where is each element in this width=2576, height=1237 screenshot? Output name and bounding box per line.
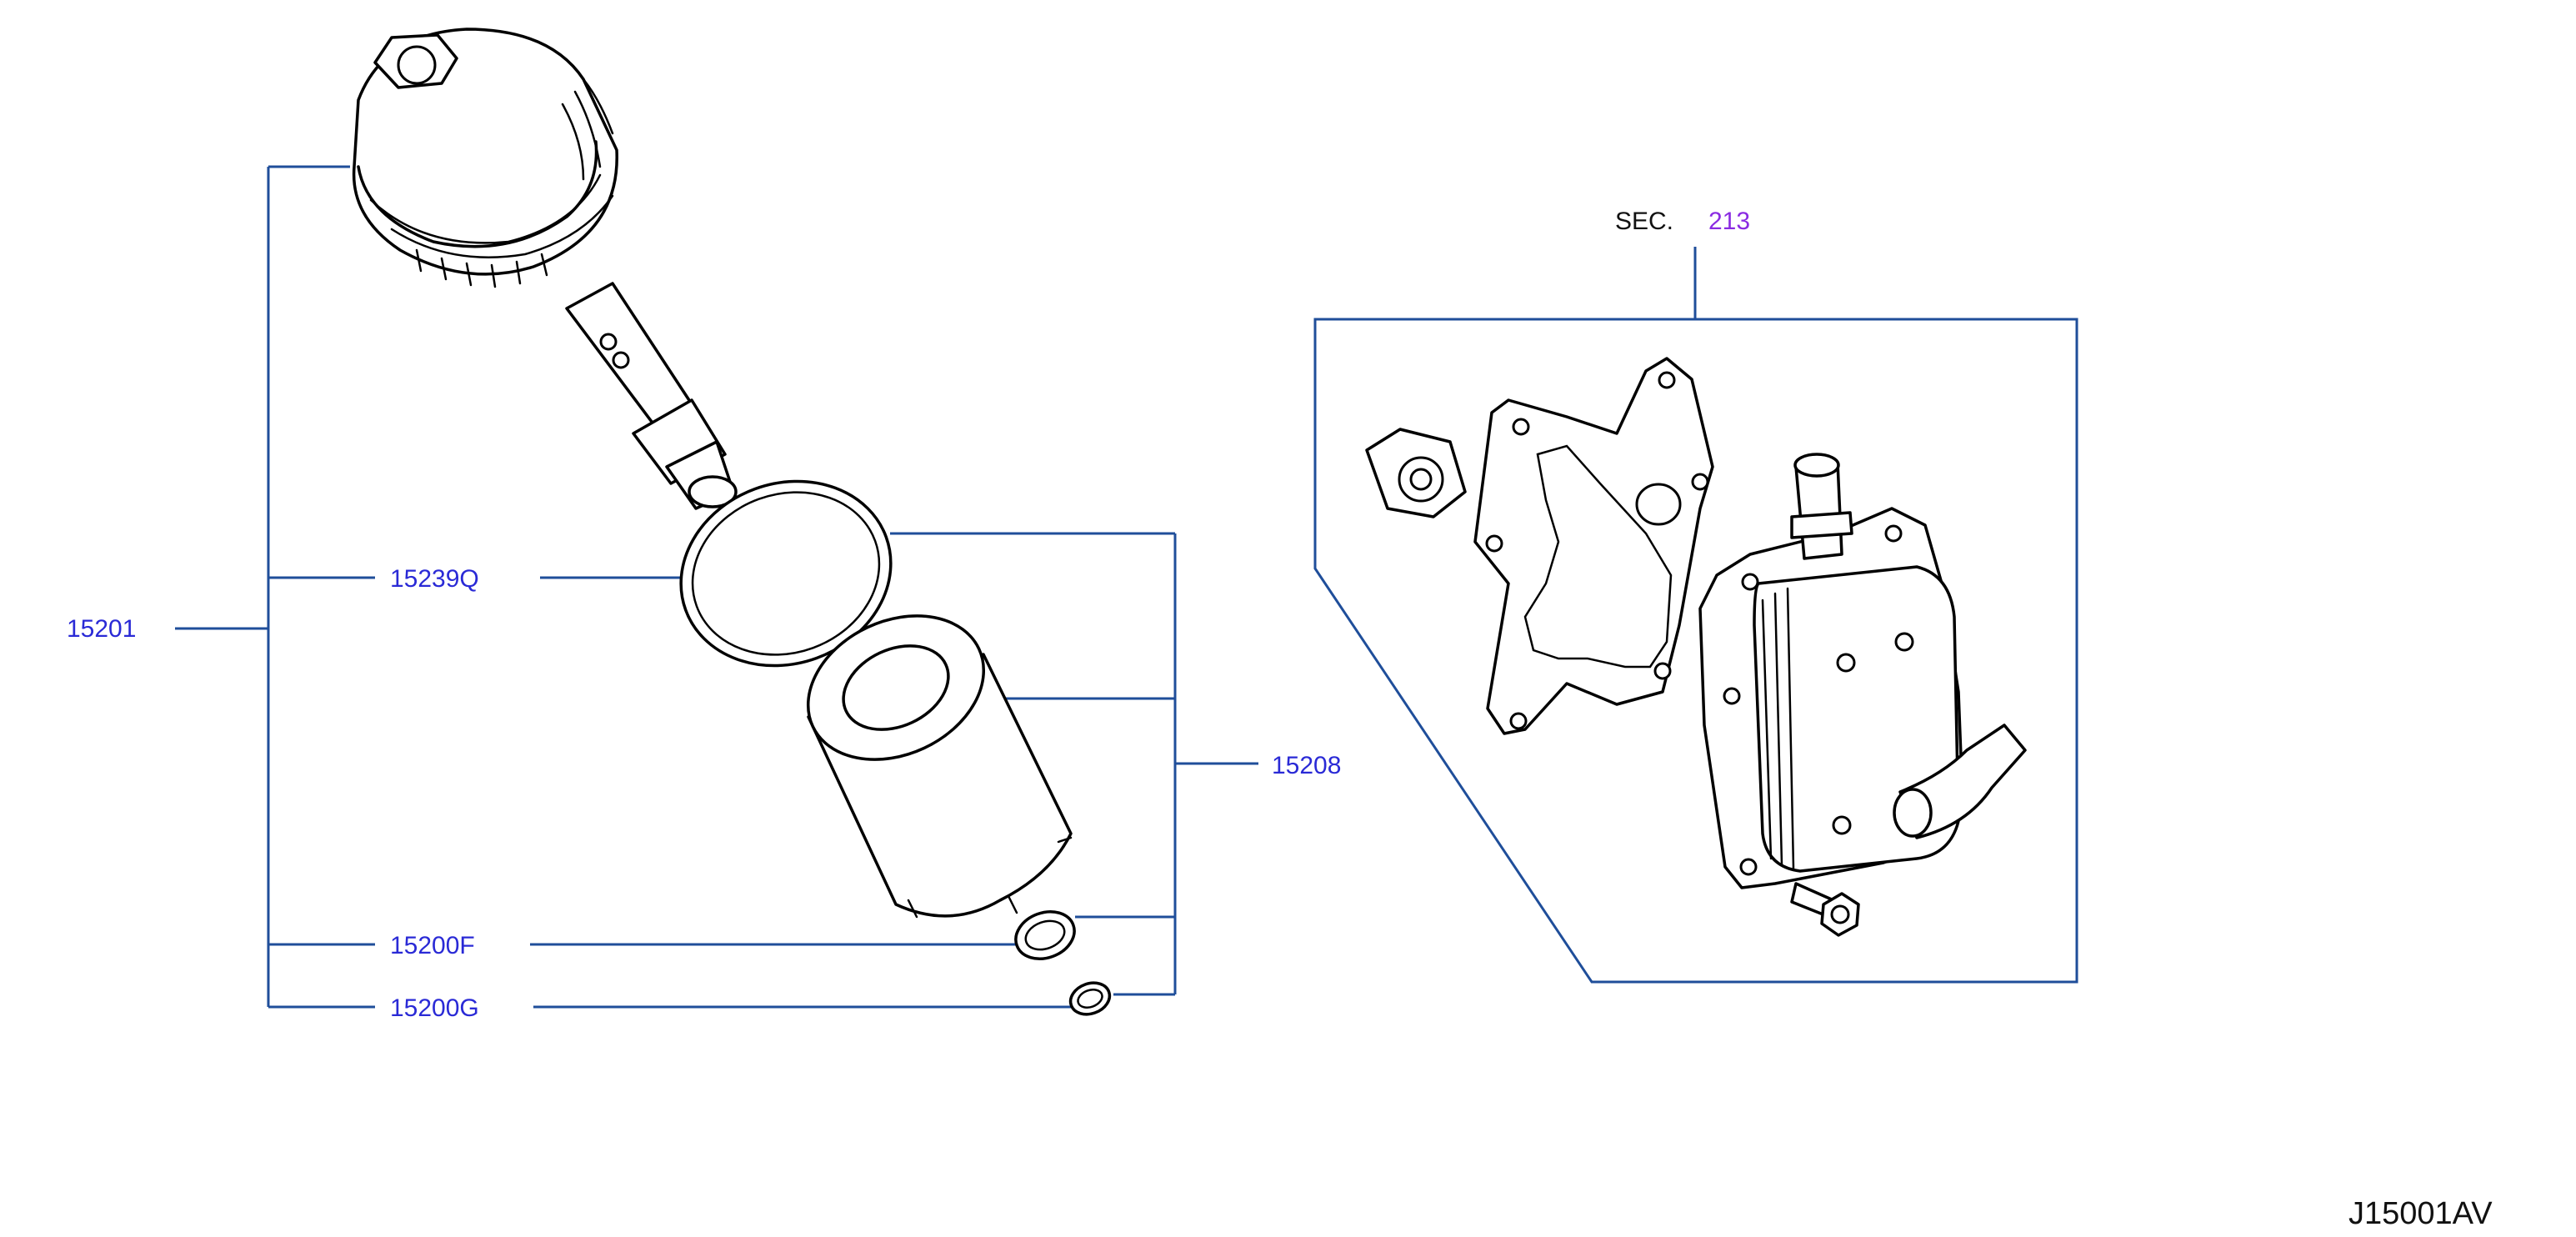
oil-filter-cap-illustration <box>352 28 738 510</box>
sec-213-frame <box>1313 318 2078 984</box>
leader-lines <box>175 165 2078 1009</box>
filter-element-illustration <box>806 614 1073 919</box>
diagram-code: J15001AV <box>2348 1196 2493 1231</box>
labels: 15201 15239Q 15208 15200F 15200G SEC. 21… <box>67 208 2493 1231</box>
oil-cooler-assembly-illustration <box>1365 357 2027 937</box>
label-15208: 15208 <box>1272 752 1341 779</box>
label-15200F: 15200F <box>390 932 475 959</box>
label-15200G: 15200G <box>390 994 479 1022</box>
large-o-ring-illustration <box>679 479 893 668</box>
label-15239Q: 15239Q <box>390 565 479 593</box>
small-o-rings-illustration <box>1014 910 1112 1016</box>
label-sec-prefix: SEC. <box>1615 208 1673 235</box>
label-15201: 15201 <box>67 615 136 643</box>
label-sec-number: 213 <box>1708 208 1750 235</box>
